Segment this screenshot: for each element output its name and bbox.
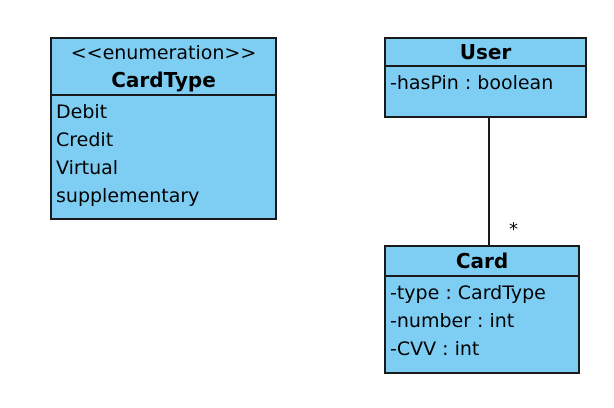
enum-literal-debit: Debit: [56, 101, 108, 123]
user-header: User: [386, 39, 585, 67]
user-attribute-haspin: -hasPin : boolean: [390, 72, 554, 94]
cardtype-header: <<enumeration>> CardType: [52, 39, 275, 96]
cardtype-name: CardType: [111, 68, 216, 92]
cardtype-literals: Debit Credit Virtual supplementary: [52, 96, 275, 210]
card-header: Card: [386, 247, 578, 277]
card-name: Card: [455, 249, 509, 273]
user-attributes: -hasPin : boolean: [386, 67, 585, 97]
enum-literal-credit: Credit: [56, 129, 114, 151]
class-user[interactable]: User -hasPin : boolean: [384, 37, 587, 118]
multiplicity-card-end: *: [509, 219, 518, 240]
user-name: User: [459, 40, 512, 64]
card-attribute-type: -type : CardType: [390, 282, 546, 304]
cardtype-stereotype: <<enumeration>>: [70, 42, 257, 64]
class-card[interactable]: Card -type : CardType -number : int -CVV…: [384, 245, 580, 374]
enum-literal-supplementary: supplementary: [56, 185, 200, 207]
card-attribute-number: -number : int: [390, 310, 515, 332]
class-cardtype-enumeration[interactable]: <<enumeration>> CardType Debit Credit Vi…: [50, 37, 277, 220]
card-attributes: -type : CardType -number : int -CVV : in…: [386, 277, 578, 363]
enum-literal-virtual: Virtual: [56, 157, 119, 179]
card-attribute-cvv: -CVV : int: [390, 338, 480, 360]
